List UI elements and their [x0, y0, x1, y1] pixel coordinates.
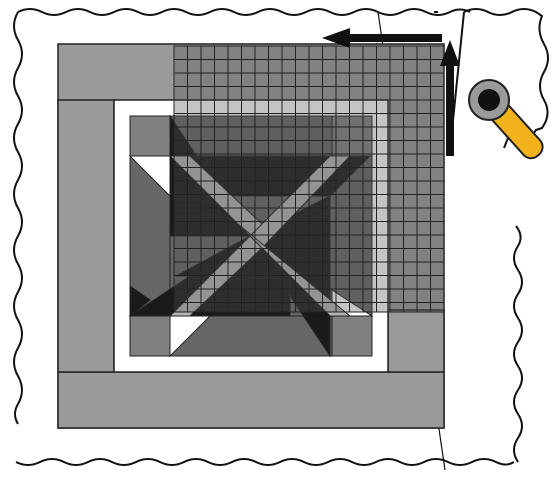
border-left-strip	[57, 99, 115, 373]
border-right-strip	[387, 309, 445, 373]
arrow-up-icon	[440, 40, 460, 156]
patch-corner	[331, 315, 373, 357]
paper-sheet	[13, 8, 549, 466]
grid-ruler-overlay	[173, 45, 445, 313]
border-bottom-strip	[57, 371, 445, 429]
pinwheel-light-strip	[168, 155, 263, 237]
patch-corner	[331, 115, 373, 157]
patch-corner	[129, 315, 171, 357]
rotary-cutter-icon	[468, 79, 544, 160]
pinwheel-tip	[129, 285, 151, 318]
arrow-left-icon	[322, 28, 442, 48]
patch-corner	[129, 115, 171, 157]
